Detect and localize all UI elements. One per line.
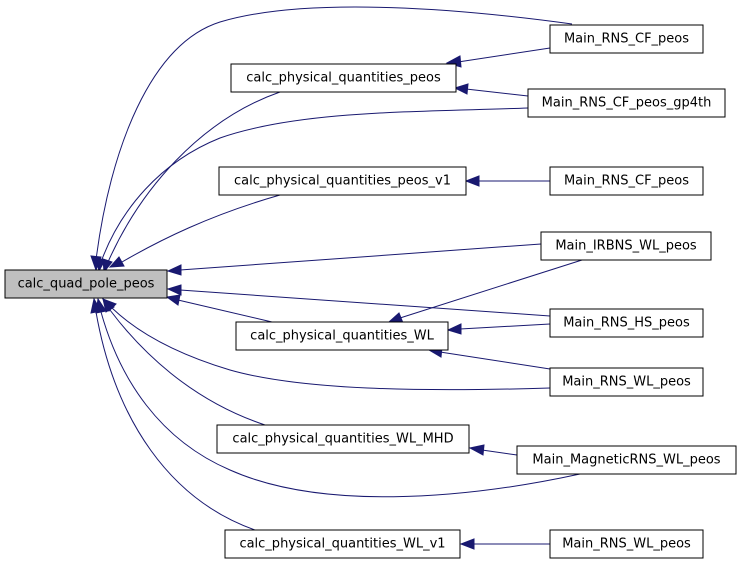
edge-main-irbns-to-root — [166, 243, 542, 276]
node-label: Main_RNS_HS_peos — [563, 316, 690, 331]
node-label: calc_physical_quantities_peos_v1 — [234, 174, 451, 189]
node-calc-physical-quantities-peos[interactable]: calc_physical_quantities_peos — [230, 63, 457, 93]
node-label: calc_physical_quantities_peos — [246, 71, 441, 86]
edge-cpq-peos-to-root — [102, 91, 281, 274]
edge-main-wl-2-to-cpq-wl-v1 — [459, 538, 550, 550]
edge-cpq-peos-v1-to-root — [108, 194, 281, 268]
node-label: Main_RNS_CF_peos_gp4th — [542, 96, 712, 111]
node-label: Main_IRBNS_WL_peos — [555, 239, 697, 254]
node-calc-physical-quantities-wl[interactable]: calc_physical_quantities_WL — [235, 321, 449, 351]
edge-cpq-wl-v1-to-root — [90, 297, 256, 531]
node-label: calc_quad_pole_peos — [18, 277, 155, 292]
node-main-irbns-wl-peos[interactable]: Main_IRBNS_WL_peos — [540, 231, 712, 261]
edge-cpq-wl-mhd-to-root — [102, 297, 266, 426]
edge-main-magnetic-to-cpq-wl-mhd — [468, 444, 518, 456]
node-main-magneticrns-wl-peos[interactable]: Main_MagneticRNS_WL_peos — [516, 445, 737, 475]
edge-main-hs-to-root — [166, 284, 551, 317]
node-label: Main_RNS_CF_peos — [564, 174, 689, 189]
node-label: calc_physical_quantities_WL — [250, 329, 434, 344]
edges — [90, 6, 583, 550]
node-label: calc_physical_quantities_WL_v1 — [239, 537, 445, 552]
edge-main-cf-1-to-root — [90, 6, 573, 272]
edge-cpq-wl-to-root — [165, 294, 273, 323]
node-label: calc_physical_quantities_WL_MHD — [232, 432, 453, 447]
node-calc-quad-pole-peos[interactable]: calc_quad_pole_peos — [4, 269, 168, 299]
node-main-rns-cf-peos-2[interactable]: Main_RNS_CF_peos — [549, 166, 704, 196]
edge-main-hs-to-cpq-wl — [446, 323, 551, 335]
node-main-rns-hs-peos[interactable]: Main_RNS_HS_peos — [549, 308, 704, 338]
node-label: Main_RNS_WL_peos — [562, 537, 691, 552]
node-main-rns-cf-peos-gp4th[interactable]: Main_RNS_CF_peos_gp4th — [527, 88, 726, 118]
edge-main-cf-1-to-cpq-peos — [445, 47, 551, 68]
node-label: Main_MagneticRNS_WL_peos — [532, 453, 720, 468]
node-calc-physical-quantities-peos-v1[interactable]: calc_physical_quantities_peos_v1 — [218, 166, 467, 196]
node-label: Main_RNS_CF_peos — [564, 32, 689, 47]
node-main-rns-wl-peos-1[interactable]: Main_RNS_WL_peos — [549, 367, 704, 397]
node-main-rns-cf-peos-1[interactable]: Main_RNS_CF_peos — [549, 24, 704, 54]
edge-main-cf-gp4th-to-cpq-peos — [453, 83, 529, 97]
node-label: Main_RNS_WL_peos — [562, 375, 691, 390]
node-main-rns-wl-peos-2[interactable]: Main_RNS_WL_peos — [549, 529, 704, 559]
nodes: calc_quad_pole_peos calc_physical_quanti… — [4, 24, 737, 559]
node-calc-physical-quantities-wl-mhd[interactable]: calc_physical_quantities_WL_MHD — [216, 424, 470, 454]
node-calc-physical-quantities-wl-v1[interactable]: calc_physical_quantities_WL_v1 — [224, 529, 461, 559]
edge-main-cf-2-to-cpq-peos-v1 — [464, 175, 550, 187]
